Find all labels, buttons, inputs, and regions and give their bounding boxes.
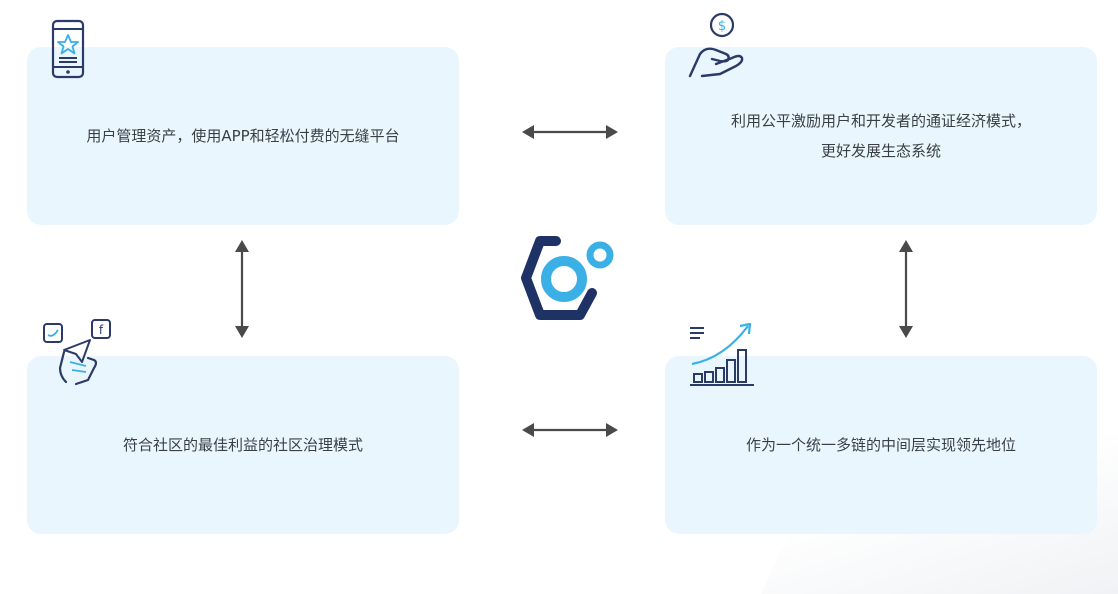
card-multichain-middleware-text: 作为一个统一多链的中间层实现领先地位 xyxy=(745,436,1016,454)
card-token-economy-line1: 利用公平激励用户和开发者的通证经济模式， xyxy=(730,112,1031,130)
hand-coin-icon: $ xyxy=(688,12,744,78)
card-seamless-platform-text: 用户管理资产，使用APP和轻松付费的无缝平台 xyxy=(86,127,400,145)
arrow-horizontal-bottom xyxy=(522,423,618,437)
mobile-app-star-icon xyxy=(51,19,85,79)
hexagon-circle-logo xyxy=(521,236,614,320)
arrow-horizontal-top xyxy=(522,125,618,139)
svg-text:f: f xyxy=(99,323,104,337)
growth-chart-icon xyxy=(690,322,754,386)
svg-text:$: $ xyxy=(718,19,726,34)
social-share-hand-icon: f xyxy=(43,319,111,386)
card-seamless-platform: 用户管理资产，使用APP和轻松付费的无缝平台 xyxy=(27,47,459,225)
card-token-economy-line2: 更好发展生态系统 xyxy=(820,142,941,160)
card-token-economy: 利用公平激励用户和开发者的通证经济模式， 更好发展生态系统 xyxy=(665,47,1097,225)
arrow-vertical-left xyxy=(235,240,249,338)
card-community-governance-text: 符合社区的最佳利益的社区治理模式 xyxy=(122,436,363,454)
card-community-governance: 符合社区的最佳利益的社区治理模式 xyxy=(27,356,459,534)
arrow-vertical-right xyxy=(899,240,913,338)
card-multichain-middleware: 作为一个统一多链的中间层实现领先地位 xyxy=(665,356,1097,534)
